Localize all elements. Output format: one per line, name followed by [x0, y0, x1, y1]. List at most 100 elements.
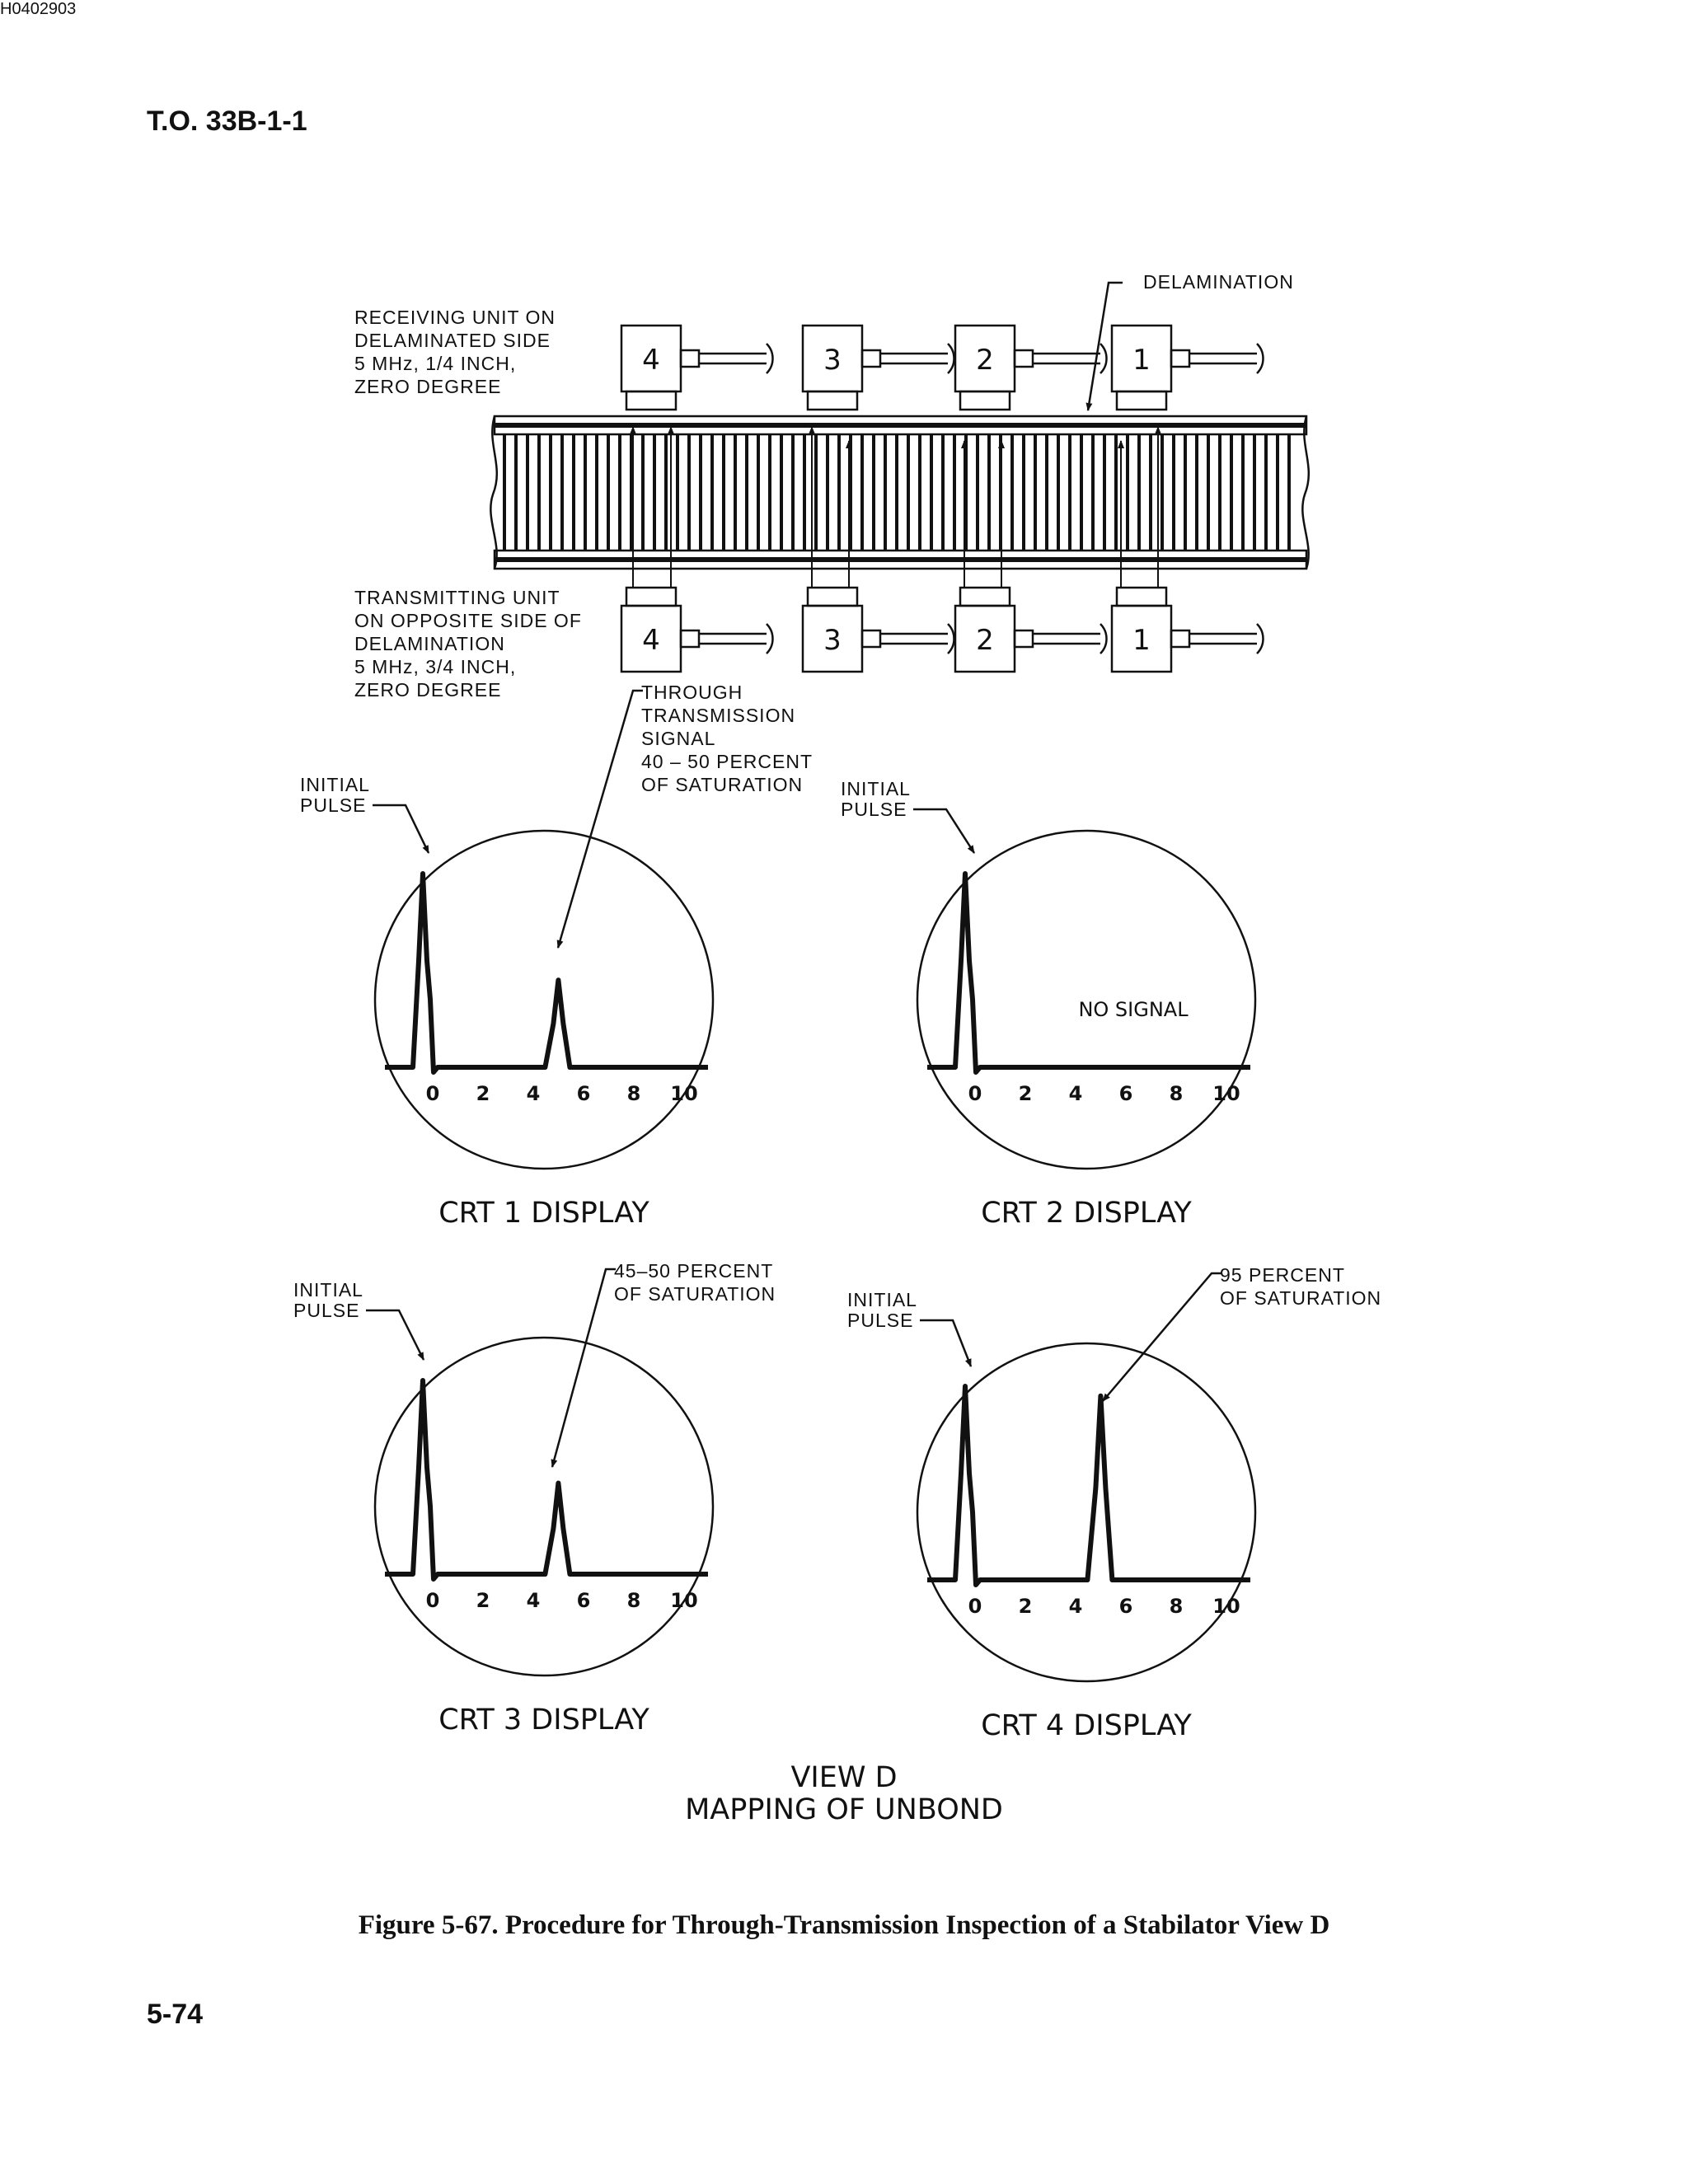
- axis-tick-label: 2: [1019, 1595, 1033, 1618]
- initial-pulse-label-line: PULSE: [293, 1300, 359, 1321]
- a-scan-trace: [385, 871, 708, 1075]
- axis-tick-label: 2: [1019, 1082, 1033, 1105]
- transmitting-label-line: DELAMINATION: [354, 633, 505, 654]
- cable: [699, 632, 767, 645]
- cable: [1033, 352, 1100, 365]
- transmitting-unit-shoe: [959, 586, 1011, 607]
- cable-connector: [1170, 349, 1191, 368]
- cable-break: [947, 343, 955, 374]
- cable-break: [766, 623, 774, 654]
- cable: [699, 352, 767, 365]
- crt-screen-outline: [373, 1336, 715, 1677]
- a-scan-trace: [927, 1384, 1250, 1587]
- a-scan-trace: [385, 1378, 708, 1582]
- cable-connector: [679, 349, 701, 368]
- unit-number: 3: [823, 624, 842, 657]
- page-number: 5-74: [147, 1999, 204, 2030]
- panel-cross-section: [490, 415, 1311, 570]
- initial-pulse-label-line: PULSE: [300, 794, 366, 816]
- receiving-label-line: DELAMINATED SIDE: [354, 330, 551, 351]
- cable-break: [1256, 623, 1264, 654]
- axis-tick-label: 10: [670, 1082, 697, 1105]
- crt-screen-outline: [916, 1342, 1257, 1683]
- signal-callout-line: 45–50 PERCENT: [614, 1260, 773, 1282]
- delamination-callout: DELAMINATION: [1085, 271, 1294, 411]
- transmitting-label-line: 5 MHz, 3/4 INCH,: [354, 656, 516, 677]
- no-signal-label: NO SIGNAL: [1078, 998, 1189, 1021]
- receiving-label-line: RECEIVING UNIT ON: [354, 307, 556, 328]
- right-break-line: [1301, 415, 1311, 569]
- signal-callout-leader: [556, 689, 643, 949]
- cable-break: [947, 623, 955, 654]
- transmitting-unit-shoe: [625, 586, 678, 607]
- unit-number: 1: [1132, 344, 1151, 377]
- signal-callout-line: OF SATURATION: [1220, 1287, 1381, 1309]
- sound-beam-arrows: [630, 426, 1161, 588]
- signal-callout-leader: [1102, 1272, 1221, 1402]
- delamination-leader: [1085, 281, 1123, 411]
- initial-pulse-leader: [366, 1309, 425, 1361]
- cable-break: [1100, 623, 1108, 654]
- axis-tick-label: 4: [1069, 1082, 1083, 1105]
- transmitting-label-line: ZERO DEGREE: [354, 679, 501, 701]
- cable: [1189, 352, 1257, 365]
- cable-connector: [1013, 629, 1034, 649]
- delamination-label: DELAMINATION: [1143, 271, 1294, 293]
- axis-tick-label: 8: [627, 1082, 641, 1105]
- signal-callout-line: 40 – 50 PERCENT: [641, 751, 813, 772]
- signal-callout-line: TRANSMISSION: [641, 705, 795, 726]
- receiving-transducer-2: 2: [954, 324, 1108, 411]
- receiving-transducer-4: 4: [620, 324, 774, 411]
- transmitting-unit-shoe: [806, 586, 859, 607]
- unit-number: 2: [976, 624, 994, 657]
- unit-number: 4: [642, 344, 660, 377]
- crt-screen-outline: [373, 829, 715, 1170]
- signal-callout-line: 95 PERCENT: [1220, 1264, 1345, 1286]
- cable-break: [1100, 343, 1108, 374]
- unit-number: 1: [1132, 624, 1151, 657]
- initial-pulse-leader: [373, 804, 430, 854]
- initial-pulse-label-line: INITIAL: [293, 1279, 363, 1301]
- cable-connector: [679, 629, 701, 649]
- receiving-unit-shoe: [625, 390, 678, 411]
- initial-pulse-leader: [913, 808, 976, 854]
- transmitting-unit-shoe: [1115, 586, 1168, 607]
- cable: [880, 352, 948, 365]
- initial-pulse-label-line: INITIAL: [841, 778, 911, 799]
- signal-callout-line: OF SATURATION: [641, 774, 803, 795]
- axis-tick-label: 10: [670, 1589, 697, 1612]
- cable-break: [766, 343, 774, 374]
- receiving-label-line: ZERO DEGREE: [354, 376, 501, 397]
- initial-pulse-label-line: INITIAL: [300, 774, 370, 795]
- crt-display-title: CRT 3 DISPLAY: [438, 1704, 649, 1736]
- signal-callout-line: OF SATURATION: [614, 1283, 776, 1305]
- receiving-unit-shoe: [806, 390, 859, 411]
- axis-tick-label: 4: [527, 1589, 541, 1612]
- axis-tick-label: 2: [476, 1082, 490, 1105]
- axis-tick-label: 8: [627, 1589, 641, 1612]
- cable: [880, 632, 948, 645]
- initial-pulse-label-line: PULSE: [841, 799, 907, 820]
- document-header: T.O. 33B-1-1: [147, 105, 307, 137]
- axis-tick-label: 0: [426, 1082, 440, 1105]
- transmitting-transducer-2: 2: [954, 586, 1108, 673]
- transmitting-label-line: ON OPPOSITE SIDE OF: [354, 610, 582, 631]
- crt-display-title: CRT 4 DISPLAY: [981, 1709, 1192, 1742]
- initial-pulse-label-line: PULSE: [847, 1310, 913, 1331]
- transmitting-transducer-4: 4: [620, 586, 774, 673]
- receiving-unit-shoe: [1115, 390, 1168, 411]
- signal-callout-line: SIGNAL: [641, 728, 715, 749]
- axis-tick-label: 4: [1069, 1595, 1083, 1618]
- receiving-transducer-3: 3: [801, 324, 955, 411]
- cable-connector: [860, 629, 882, 649]
